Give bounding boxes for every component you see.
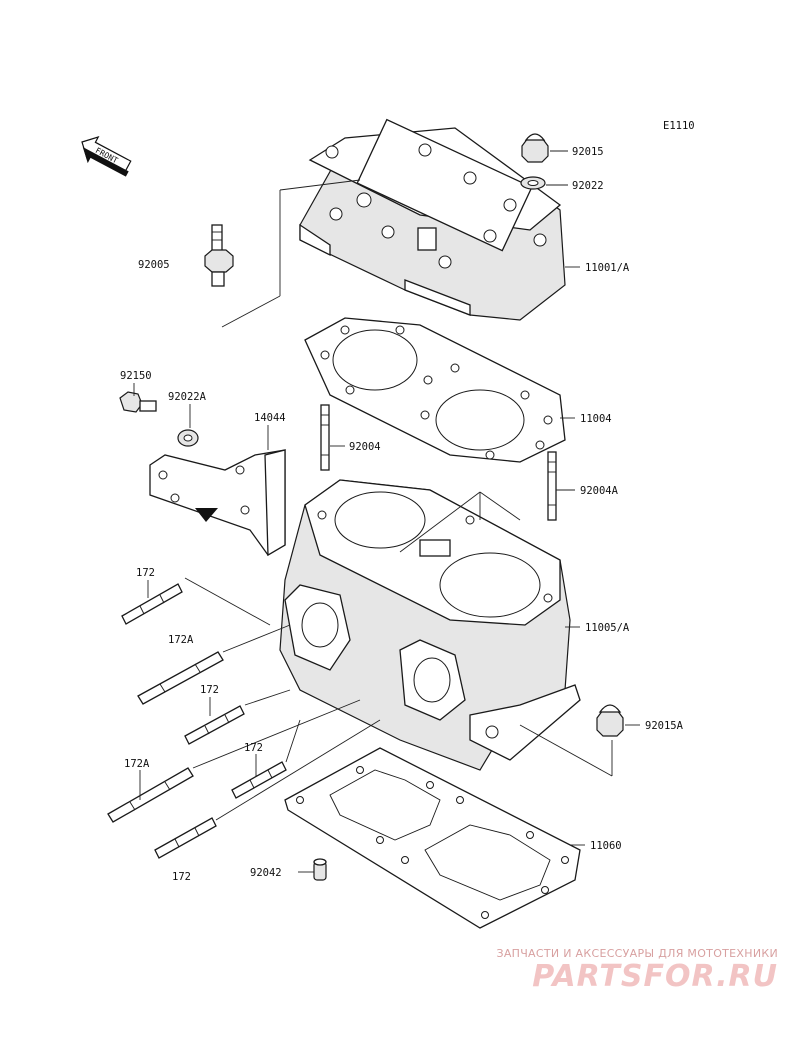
head-gasket-11004 [304, 317, 566, 463]
callout-11004: 11004 [580, 413, 612, 425]
callout-172A-1: 172A [168, 634, 194, 646]
diagram-code: E1110 [663, 120, 695, 132]
callout-172-2: 172 [200, 684, 219, 696]
stud-92004 [320, 404, 330, 471]
fitting-92005 [204, 224, 234, 287]
stud-172-c [231, 761, 287, 799]
callout-92004A: 92004A [580, 485, 619, 497]
cylinder-head-cover [299, 118, 566, 321]
base-gasket-11060 [284, 747, 581, 929]
cylinder-block-11005A [279, 479, 581, 771]
washer-92022A [177, 429, 199, 447]
watermark-tagline: ЗАПЧАСТИ И АКСЕССУАРЫ ДЛЯ МОТОТЕХНИКИ [496, 947, 778, 960]
callout-172A-2: 172A [124, 758, 150, 770]
bracket-14044 [149, 449, 286, 557]
callout-11060: 11060 [590, 840, 622, 852]
callout-172-4: 172 [172, 871, 191, 883]
callout-11005A: 11005/A [585, 622, 630, 634]
dowel-pin-92042 [313, 858, 327, 881]
stud-172A-a [137, 651, 224, 705]
callout-172-3: 172 [244, 742, 263, 754]
callout-172-1: 172 [136, 567, 155, 579]
watermark: ЗАПЧАСТИ И АКСЕССУАРЫ ДЛЯ МОТОТЕХНИКИ PA… [496, 947, 778, 994]
callout-92004: 92004 [349, 441, 381, 453]
callout-92015A: 92015A [645, 720, 684, 732]
callout-92022A: 92022A [168, 391, 207, 403]
bolt-92150 [119, 391, 157, 413]
front-arrow-icon: FRONT [81, 136, 132, 177]
stud-172-b [184, 705, 245, 745]
washer-92022 [520, 176, 546, 190]
cap-nut-92015 [521, 133, 549, 163]
callout-14044: 14044 [254, 412, 286, 424]
callout-92022: 92022 [572, 180, 604, 192]
callout-92005: 92005 [138, 259, 170, 271]
cap-nut-92015A [596, 704, 624, 737]
stud-172A-b [107, 767, 194, 823]
stud-172-d [154, 817, 217, 859]
callout-92042: 92042 [250, 867, 282, 879]
callout-11001A: 11001/A [585, 262, 630, 274]
stud-172-a [121, 583, 183, 625]
callout-92150: 92150 [120, 370, 152, 382]
leader-lines [133, 150, 640, 873]
stud-92004A [547, 451, 557, 521]
watermark-logo: PARTSFOR.RU [532, 959, 778, 994]
callout-92015: 92015 [572, 146, 604, 158]
